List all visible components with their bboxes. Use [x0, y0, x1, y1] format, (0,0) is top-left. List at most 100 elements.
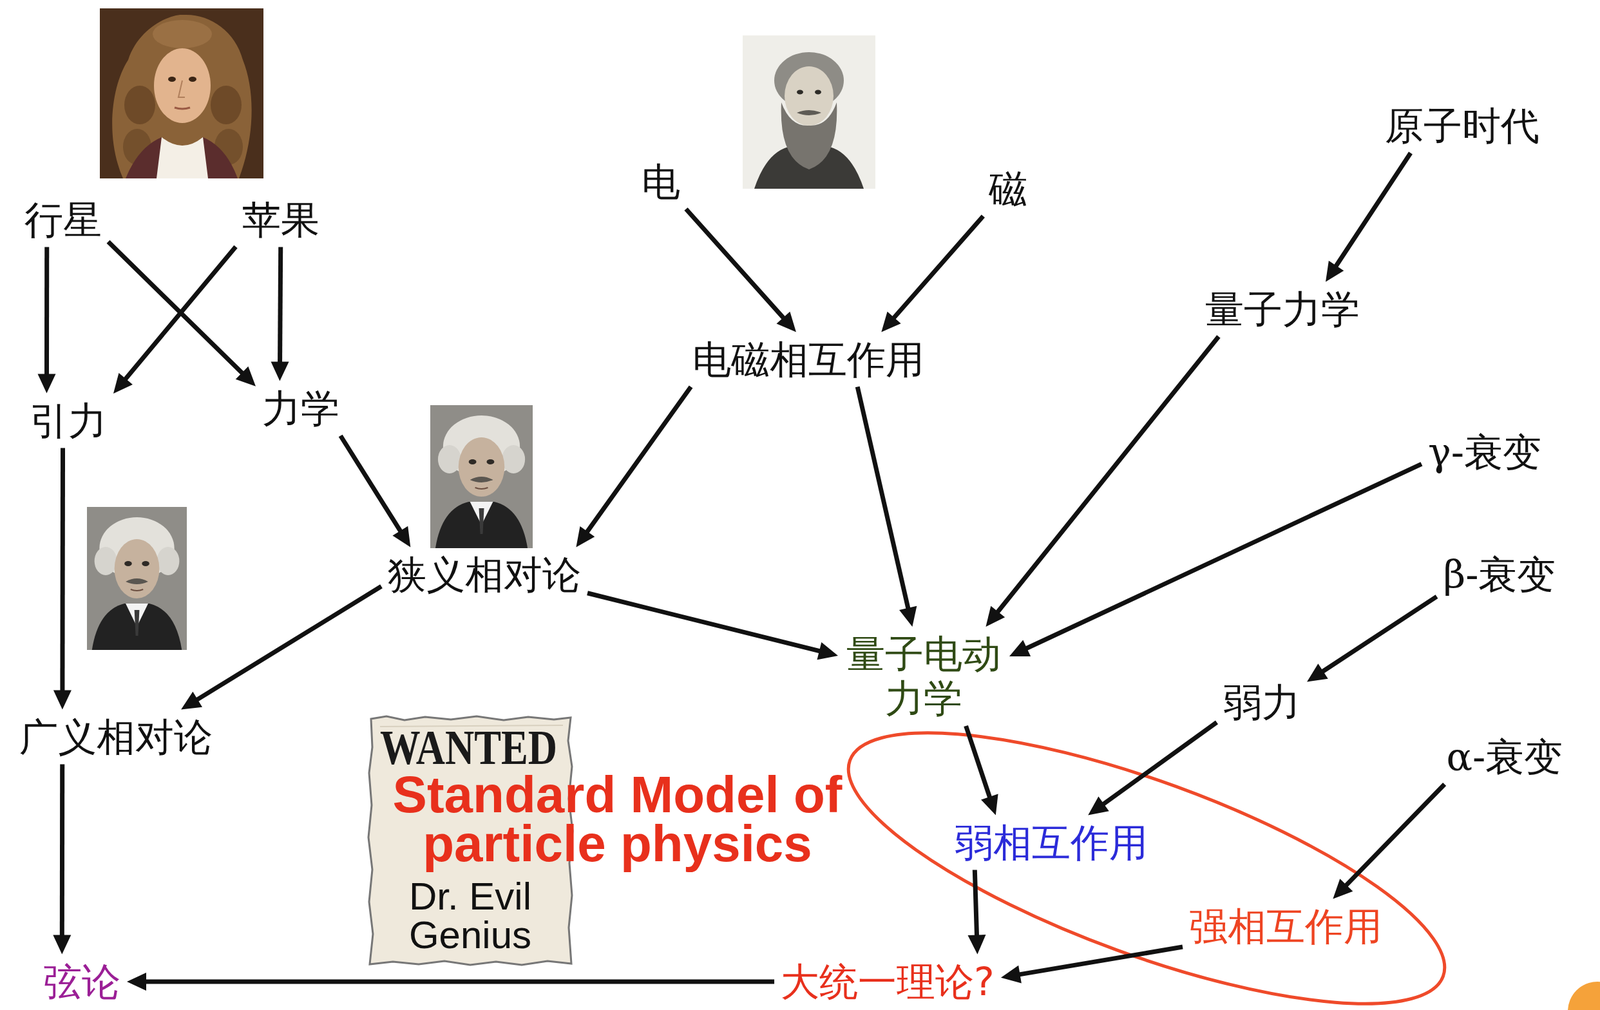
arrow-line: [1024, 463, 1422, 650]
arrow-connector: [966, 725, 999, 816]
concept-label: 原子时代: [1384, 103, 1540, 149]
arrow-head: [985, 606, 1005, 627]
eye: [168, 76, 176, 82]
overlay-title: Standard Model of particle physics: [388, 770, 847, 869]
concept-label: 量子电动力学: [844, 631, 1003, 721]
arrow-connector: [587, 593, 839, 661]
arrow-head: [575, 526, 595, 548]
arrow-line: [1344, 784, 1445, 887]
arrow-connector: [1332, 784, 1445, 900]
arrow-line: [143, 979, 775, 985]
arrow-connector: [340, 436, 411, 548]
newton-portrait: [99, 8, 264, 179]
arrow-connector: [126, 972, 775, 991]
arrow-connector: [113, 246, 236, 394]
concept-label: 量子力学: [1205, 287, 1360, 332]
concept-node: 大统一理论?: [774, 954, 1001, 1010]
arrow-line: [974, 870, 977, 938]
einstein-portrait: [430, 405, 533, 549]
concept-node: 磁: [982, 161, 1034, 217]
arrow-connector: [967, 870, 986, 955]
arrow-head: [126, 972, 147, 991]
concept-label: 广义相对论: [19, 714, 213, 760]
concept-label: 苹果: [242, 197, 320, 243]
concept-node: 弱力: [1216, 675, 1307, 730]
curl: [210, 85, 242, 125]
arrow-head: [392, 526, 411, 548]
arrow-head: [1087, 796, 1110, 816]
mouth: [174, 107, 191, 109]
arrow-head: [271, 361, 290, 381]
concept-node: 引力: [23, 393, 114, 449]
eye: [188, 76, 197, 82]
arrow-line: [857, 387, 909, 611]
moustache: [796, 110, 822, 116]
concept-label: 引力: [29, 398, 107, 444]
maxwell-portrait: [742, 35, 876, 189]
arrow-line: [59, 764, 65, 938]
arrow-head: [776, 311, 797, 333]
arrow-head: [1000, 965, 1022, 984]
robe: [202, 137, 238, 179]
concept-node: 电磁相互作用: [685, 332, 931, 388]
arrow-head: [180, 691, 203, 710]
arrow-head: [817, 642, 839, 660]
poster-heading: WANTED: [380, 722, 558, 772]
arrow-line: [44, 247, 49, 377]
arrow-line: [124, 246, 236, 381]
concept-label: 大统一理论?: [780, 959, 995, 1005]
arrow-line: [1101, 722, 1217, 806]
arrow-connector: [1306, 596, 1438, 682]
concept-label: 弱相互作用: [954, 820, 1148, 866]
arrow-connector: [857, 387, 917, 628]
arrow-head: [1325, 260, 1344, 283]
arrow-head: [52, 934, 71, 954]
arrow-connector: [271, 247, 290, 382]
concept-node: 力学: [255, 381, 346, 437]
concept-node: 弦论: [36, 954, 127, 1010]
arrow-line: [1017, 946, 1183, 975]
page-corner-mark: [1567, 981, 1600, 1010]
concept-node: β-衰变: [1437, 547, 1563, 603]
concept-node: 电: [635, 154, 687, 210]
arrow-connector: [37, 247, 56, 394]
eye: [814, 90, 822, 95]
concept-label: β-衰变: [1443, 552, 1557, 598]
concept-node: 苹果: [235, 192, 326, 248]
cravat: [156, 137, 209, 179]
concept-node: 狭义相对论: [381, 547, 588, 603]
arrow-head: [881, 311, 901, 333]
arrow-line: [195, 586, 382, 701]
arrow-head: [1306, 663, 1329, 682]
arrow-connector: [1009, 463, 1422, 657]
concept-node: 量子电动力学: [838, 626, 1010, 726]
concept-label: 力学: [262, 386, 340, 431]
concept-node: 弱相互作用: [948, 815, 1155, 871]
arrow-line: [966, 725, 991, 800]
nose: [178, 80, 185, 98]
face: [153, 48, 211, 124]
concept-label: 强相互作用: [1189, 904, 1383, 949]
wig: [112, 14, 252, 179]
arrow-line: [1321, 596, 1438, 673]
arrow-connector: [53, 448, 72, 710]
arrow-connector: [180, 586, 382, 710]
arrow-connector: [1000, 946, 1183, 983]
concept-label: 行星: [24, 197, 102, 243]
concept-node: α-衰变: [1440, 729, 1570, 785]
arrow-head: [899, 606, 917, 627]
robe: [125, 137, 162, 179]
arrow-head: [113, 372, 133, 394]
arrow-connector: [985, 336, 1219, 628]
concept-node: 原子时代: [1378, 98, 1546, 154]
arrow-connector: [1087, 722, 1217, 815]
arrow-head: [235, 366, 256, 387]
concept-label: 电: [641, 159, 681, 205]
arrow-head: [967, 934, 986, 954]
arrow-head: [980, 794, 999, 816]
concept-node: 量子力学: [1198, 282, 1367, 337]
concept-label: 磁: [988, 166, 1028, 212]
arrow-line: [340, 436, 402, 534]
arrow-line: [587, 593, 822, 652]
